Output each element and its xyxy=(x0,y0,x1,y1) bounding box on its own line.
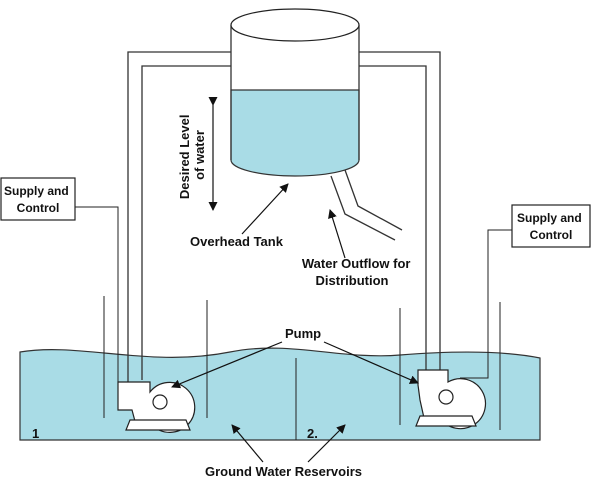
right-control-wire xyxy=(460,229,512,379)
ground-water-label: Ground Water Reservoirs xyxy=(205,464,362,478)
svg-text:Water Outflow for Distribu: Water Outflow for Distribution xyxy=(302,256,414,288)
reservoir-number-2: 2. xyxy=(307,426,318,441)
supply-control-left-line2: Control xyxy=(17,201,60,215)
right-supply-pipe xyxy=(359,51,441,380)
overhead-tank-label: Overhead Tank xyxy=(190,234,284,249)
reservoir-pointer-right xyxy=(307,424,346,463)
pump-pointer-left xyxy=(171,341,283,389)
reservoir-pointer-left xyxy=(231,424,264,463)
pump-label: Pump xyxy=(285,326,321,341)
right-pump xyxy=(415,369,487,430)
water-outflow-line1: Water Outflow for xyxy=(302,256,411,271)
overhead-tank-pointer xyxy=(241,183,289,235)
supply-control-right-line2: Control xyxy=(530,228,573,242)
supply-control-box-left xyxy=(0,177,76,221)
overhead-tank xyxy=(230,8,360,177)
reservoir-number-1: 1 xyxy=(32,426,39,441)
outflow-pipe xyxy=(330,175,396,241)
svg-text:Supply and Control: Supply and Control xyxy=(517,211,585,242)
outflow-pipe-inner xyxy=(344,169,403,231)
desired-level-line1: Desired Level xyxy=(177,115,192,200)
left-supply-pipe-inner xyxy=(141,65,231,380)
supply-control-right-line1: Supply and xyxy=(517,211,582,225)
outflow-pointer xyxy=(328,209,346,259)
pump-pointer-right xyxy=(323,341,419,384)
svg-text:Desired Level of water: Desired Level of water xyxy=(177,111,207,199)
left-pump xyxy=(117,381,196,433)
svg-text:Supply and Control: Supply and Control xyxy=(4,184,72,215)
water-outflow-line2: Distribution xyxy=(316,273,389,288)
desired-level-line2: of water xyxy=(192,130,207,180)
supply-control-box-right xyxy=(511,204,591,248)
left-supply-pipe xyxy=(127,51,231,385)
supply-control-left-line1: Supply and xyxy=(4,184,69,198)
right-supply-pipe-inner xyxy=(359,65,427,375)
